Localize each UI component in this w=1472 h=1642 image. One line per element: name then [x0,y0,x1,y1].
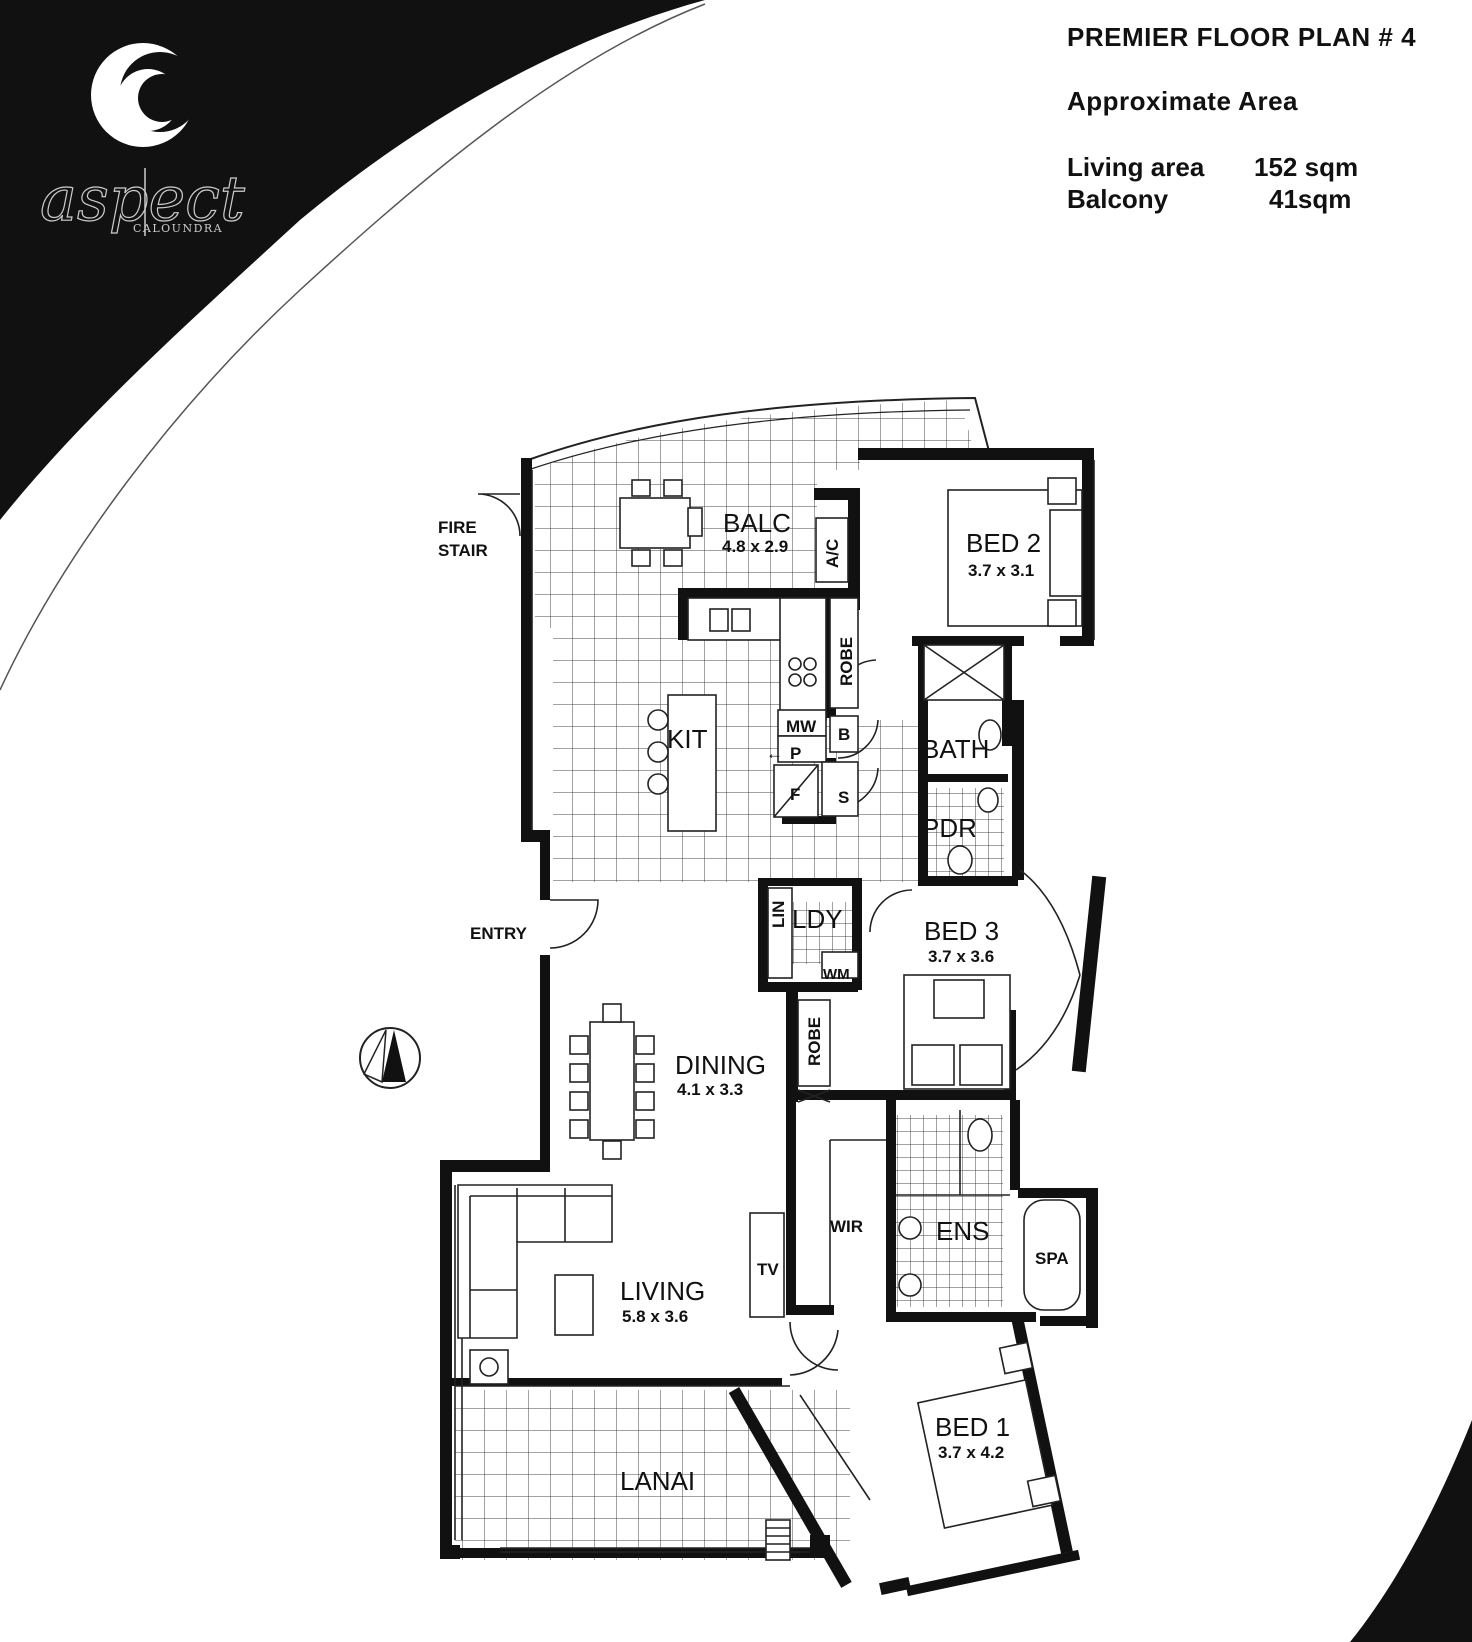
label-mw: MW [786,717,817,736]
area-value: 152 sqm [1254,152,1359,182]
walls [440,448,1107,1597]
area-label: Balcony [1067,184,1169,214]
label-robe2: ROBE [805,1017,824,1066]
balcony-curve [527,396,991,461]
label-f: F [790,785,800,804]
label-balc-dims: 4.8 x 2.9 [722,537,788,556]
label-pdr: PDR [922,813,977,843]
label-bed3: BED 3 [924,916,999,946]
label-b: B [838,725,850,744]
label-bed1-dims: 3.7 x 4.2 [938,1443,1004,1462]
label-ens: ENS [936,1216,989,1246]
plan-subtitle: Approximate Area [1067,86,1298,116]
label-bed3-dims: 3.7 x 3.6 [928,947,994,966]
label-ac: A/C [823,539,842,568]
label-bed2: BED 2 [966,528,1041,558]
area-value: 41sqm [1269,184,1352,214]
label-lanai: LANAI [620,1466,695,1496]
label-stair: STAIR [438,541,488,560]
label-bath: BATH [922,734,989,764]
area-row-living: Living area 152 sqm [1067,152,1358,183]
north-compass-icon [359,1027,421,1089]
label-ldy: LDY [792,904,843,934]
label-entry: ENTRY [470,924,528,943]
label-s: S [838,788,849,807]
label-lin: LIN [769,901,788,928]
window-lines [454,460,1095,1553]
label-living-dims: 5.8 x 3.6 [622,1307,688,1326]
label-p: P [790,744,801,763]
furniture [457,477,1083,1561]
area-label: Living area [1067,152,1205,182]
label-bed2-dims: 3.7 x 3.1 [968,561,1034,580]
label-spa: SPA [1035,1249,1069,1268]
label-dining-dims: 4.1 x 3.3 [677,1080,743,1099]
label-p-arrow: ← [766,744,783,763]
label-fire: FIRE [438,518,477,537]
brand-wordmark: aspect [40,162,245,235]
label-balc: BALC [723,508,791,538]
label-bed1: BED 1 [935,1412,1010,1442]
aspect-logo: aspect CALOUNDRA [39,43,245,236]
area-row-balcony: Balcony 41sqm [1067,184,1351,215]
bottom-right-swoosh-2 [1400,1470,1472,1642]
label-tv: TV [757,1260,779,1279]
plan-title: PREMIER FLOOR PLAN # 4 [1067,22,1417,52]
label-wir: WIR [830,1217,863,1236]
brand-location: CALOUNDRA [133,222,223,235]
room-labels: FIRE STAIR BALC 4.8 x 2.9 A/C BED 2 3.7 … [438,508,1069,1496]
top-left-swoosh-line [0,3,706,691]
label-dining: DINING [675,1050,766,1080]
label-living: LIVING [620,1276,705,1306]
label-wm: WM [823,966,850,983]
label-kit: KIT [667,724,708,754]
label-robe: ROBE [837,637,856,686]
